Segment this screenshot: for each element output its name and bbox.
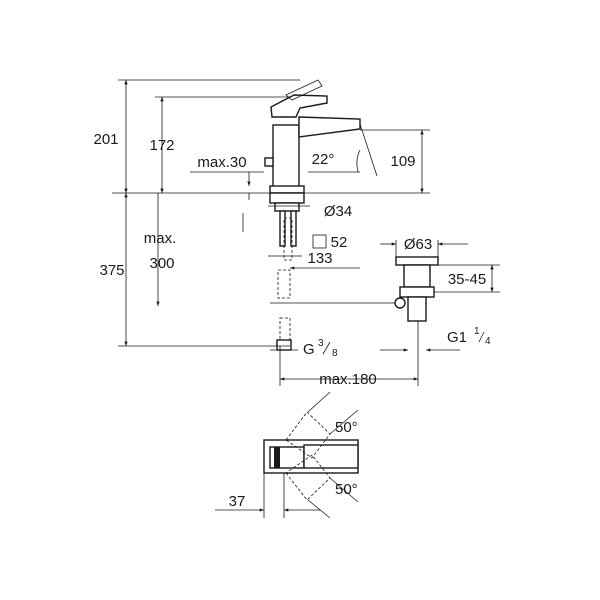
dim-109-label: 109 <box>390 153 415 170</box>
dim-max300-value: 300 <box>149 255 174 272</box>
square-symbol <box>312 234 327 249</box>
g1-label: G1 <box>447 329 467 346</box>
top-view-hatch <box>274 447 280 468</box>
dim-22deg: 22° <box>308 123 378 177</box>
dim-connector-g38: G 3 8 <box>270 338 338 359</box>
dim-diameter-63-label: Ø63 <box>404 236 432 253</box>
top-view: 50° 50° 37 <box>215 391 359 519</box>
g38-denominator: 8 <box>332 348 338 359</box>
dim-22deg-label: 22° <box>312 151 335 168</box>
faucet-body <box>264 79 361 194</box>
dim-37: 37 <box>215 473 320 518</box>
g38-numerator: 3 <box>318 338 324 349</box>
dim-max300-max: max. <box>144 230 177 247</box>
dim-max30-label: max.30 <box>197 154 246 171</box>
dim-375: 375 <box>99 193 290 347</box>
dim-201-label: 201 <box>93 131 118 148</box>
supply-hoses <box>269 192 305 351</box>
dim-133-label: 133 <box>307 250 332 267</box>
g1-numerator: 1 <box>474 326 480 337</box>
g1-denominator: 4 <box>485 336 491 347</box>
lever-angle-bottom-label: 50° <box>335 481 358 498</box>
dim-max300: max. 300 <box>144 193 177 306</box>
dim-square-52: 52 <box>268 234 348 257</box>
dim-172: 172 <box>149 96 290 193</box>
dim-diameter-34: Ø34 <box>242 203 352 232</box>
dim-375-label: 375 <box>99 262 124 279</box>
dim-max30: max.30 <box>190 154 264 200</box>
top-view-base <box>303 444 359 469</box>
waste-valve <box>394 256 439 322</box>
dim-waste-g1: G1 1 4 <box>380 326 491 352</box>
dim-37-label: 37 <box>229 493 246 510</box>
dim-35-45: 35-45 <box>434 264 500 293</box>
dim-172-label: 172 <box>149 137 174 154</box>
g38-label: G <box>303 341 315 358</box>
dim-109: 109 <box>360 129 430 193</box>
lever-angle-top-label: 50° <box>335 419 358 436</box>
dim-201: 201 <box>93 79 300 193</box>
dim-max180: max.180 <box>279 321 419 388</box>
dim-max180-label: max.180 <box>319 371 377 388</box>
dim-35-45-label: 35-45 <box>448 271 486 288</box>
dim-diameter-63: Ø63 <box>380 236 468 257</box>
side-elevation: 201 172 max.30 22° 109 <box>93 79 500 388</box>
dim-square-52-label: 52 <box>331 234 348 251</box>
dim-133: 133 <box>290 250 360 270</box>
dim-diameter-34-label: Ø34 <box>324 203 352 220</box>
